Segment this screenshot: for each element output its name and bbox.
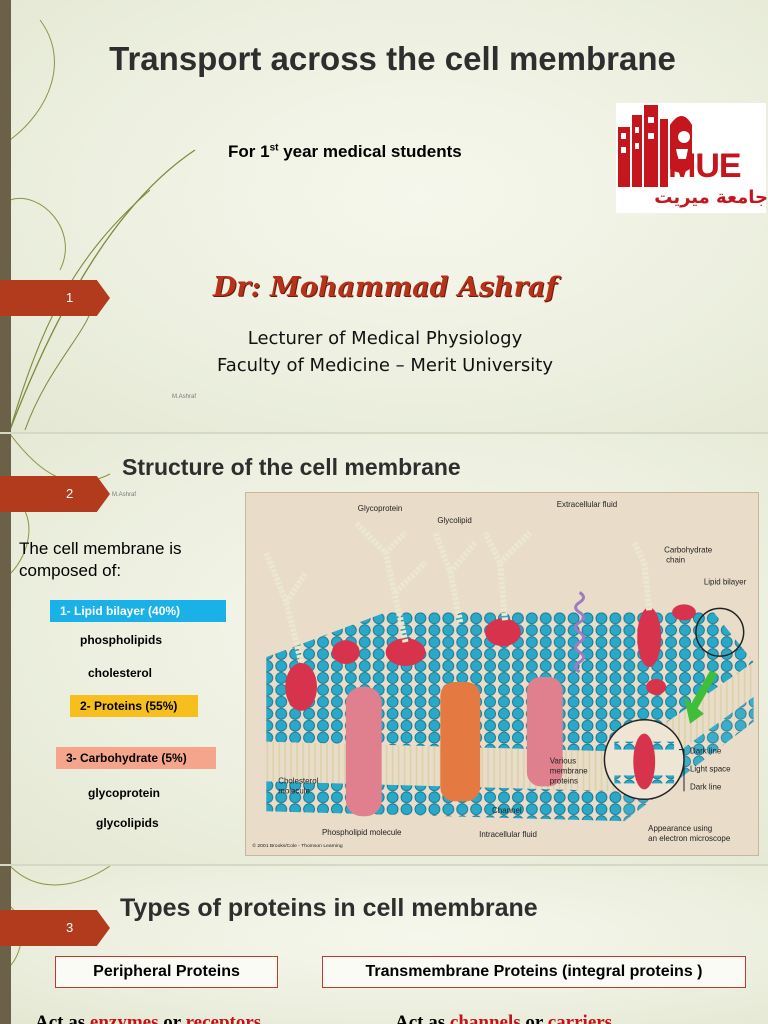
proteins-label: 2- Proteins (55%): [70, 695, 198, 717]
slide-title: Types of proteins in cell membrane: [120, 894, 538, 922]
slide-2: Structure of the cell membrane 2 M.Ashra…: [0, 434, 768, 864]
label-dark-line: Dark line: [690, 747, 722, 756]
university-logo: MUE جامعة ميريت: [612, 97, 768, 217]
label-carb-chain-2: chain: [666, 556, 685, 565]
label-dark-line-2: Dark line: [690, 782, 722, 791]
slide-1: Transport across the cell membrane For 1…: [0, 0, 768, 432]
composition-intro: The cell membrane is composed of:: [19, 539, 182, 580]
enzymes-term: enzymes: [89, 1012, 159, 1024]
transmembrane-proteins-box: Transmembrane Proteins (integral protein…: [322, 956, 746, 988]
label-cholesterol-2: molecule: [278, 786, 310, 795]
label-glycoprotein: Glycoprotein: [358, 504, 403, 513]
lipid-item: cholesterol: [88, 666, 153, 680]
author-role: Lecturer of Medical Physiology: [247, 328, 523, 349]
left-strip: [0, 0, 11, 432]
peripheral-proteins-box: Peripheral Proteins: [55, 956, 278, 988]
carbohydrate-item: glycolipids: [96, 816, 159, 830]
carbohydrate-item: glycoprotein: [88, 786, 161, 800]
logo-arabic-text: جامعة ميريت: [654, 187, 768, 208]
lipid-bilayer-label: 1- Lipid bilayer (40%): [50, 600, 226, 622]
label-various: Various: [550, 757, 576, 766]
cell-membrane-diagram: Glycoprotein Glycolipid Extracellular fl…: [245, 492, 759, 856]
watermark: M.Ashraf: [112, 492, 137, 498]
subtitle: For 1st year medical students: [228, 142, 462, 161]
slide-number-tab: 1: [0, 280, 110, 316]
carriers-term: carriers: [547, 1012, 613, 1024]
label-phospholipid: Phospholipid molecule: [322, 828, 402, 837]
author-name: Dr: Mohammad Ashraf: [212, 272, 558, 303]
channels-term: channels: [449, 1012, 521, 1024]
diagram-copyright: © 2001 Brooks/Cole - Thomson Learning: [252, 842, 343, 849]
slide-title: Structure of the cell membrane: [122, 454, 461, 480]
label-light-space: Light space: [690, 764, 731, 773]
label-carb-chain: Carbohydrate: [664, 546, 713, 555]
author-affiliation: Faculty of Medicine – Merit University: [217, 355, 553, 376]
label-lipid-bilayer: Lipid bilayer: [704, 577, 747, 586]
decorative-swirl: [9, 19, 196, 431]
slide-number-tab: 2: [0, 476, 110, 512]
label-intracellular: Intracellular fluid: [479, 830, 537, 839]
label-em-2: an electron microscope: [648, 834, 731, 843]
receptors-term: receptors: [185, 1012, 262, 1024]
peripheral-function: Act as enzymes or receptors: [35, 1012, 261, 1024]
label-various-3: proteins: [550, 776, 578, 785]
watermark: M.Ashraf: [172, 394, 197, 400]
label-various-2: membrane: [550, 766, 589, 775]
label-cholesterol: Cholesterol: [278, 776, 318, 785]
transmembrane-function: Act as channels or carriers: [395, 1012, 612, 1024]
slide-title: Transport across the cell membrane: [109, 40, 676, 77]
slide-number-tab: 3: [0, 910, 110, 946]
label-em: Appearance using: [648, 824, 712, 833]
logo-text: MUE: [668, 147, 742, 185]
slide-divider: [0, 432, 768, 434]
lipid-item: phospholipids: [80, 633, 162, 647]
slide-divider: [0, 864, 768, 866]
slide-3: Types of proteins in cell membrane 3 Per…: [0, 866, 768, 1024]
left-strip: [0, 434, 11, 864]
label-extracellular: Extracellular fluid: [557, 500, 617, 509]
label-channel: Channel: [492, 806, 522, 815]
label-glycolipid: Glycolipid: [437, 516, 471, 525]
carbohydrate-label: 3- Carbohydrate (5%): [56, 747, 216, 769]
